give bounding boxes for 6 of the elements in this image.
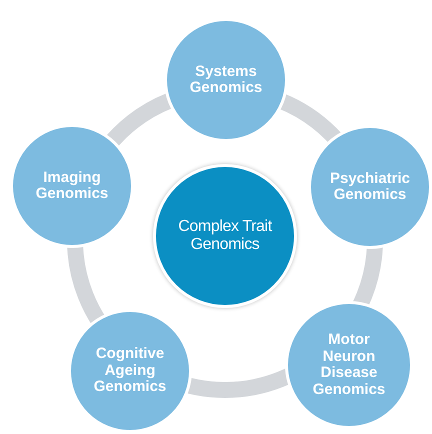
circle-label: Complex Trait Genomics — [177, 218, 274, 254]
circle-label: Imaging Genomics — [34, 170, 110, 202]
circle-label: Psychiatric Genomics — [328, 170, 412, 204]
circle-label: Systems Genomics — [188, 64, 264, 96]
circle-label: Cognitive Ageing Genomics — [92, 346, 168, 396]
circle-label: Motor Neuron Disease Genomics — [312, 332, 386, 398]
